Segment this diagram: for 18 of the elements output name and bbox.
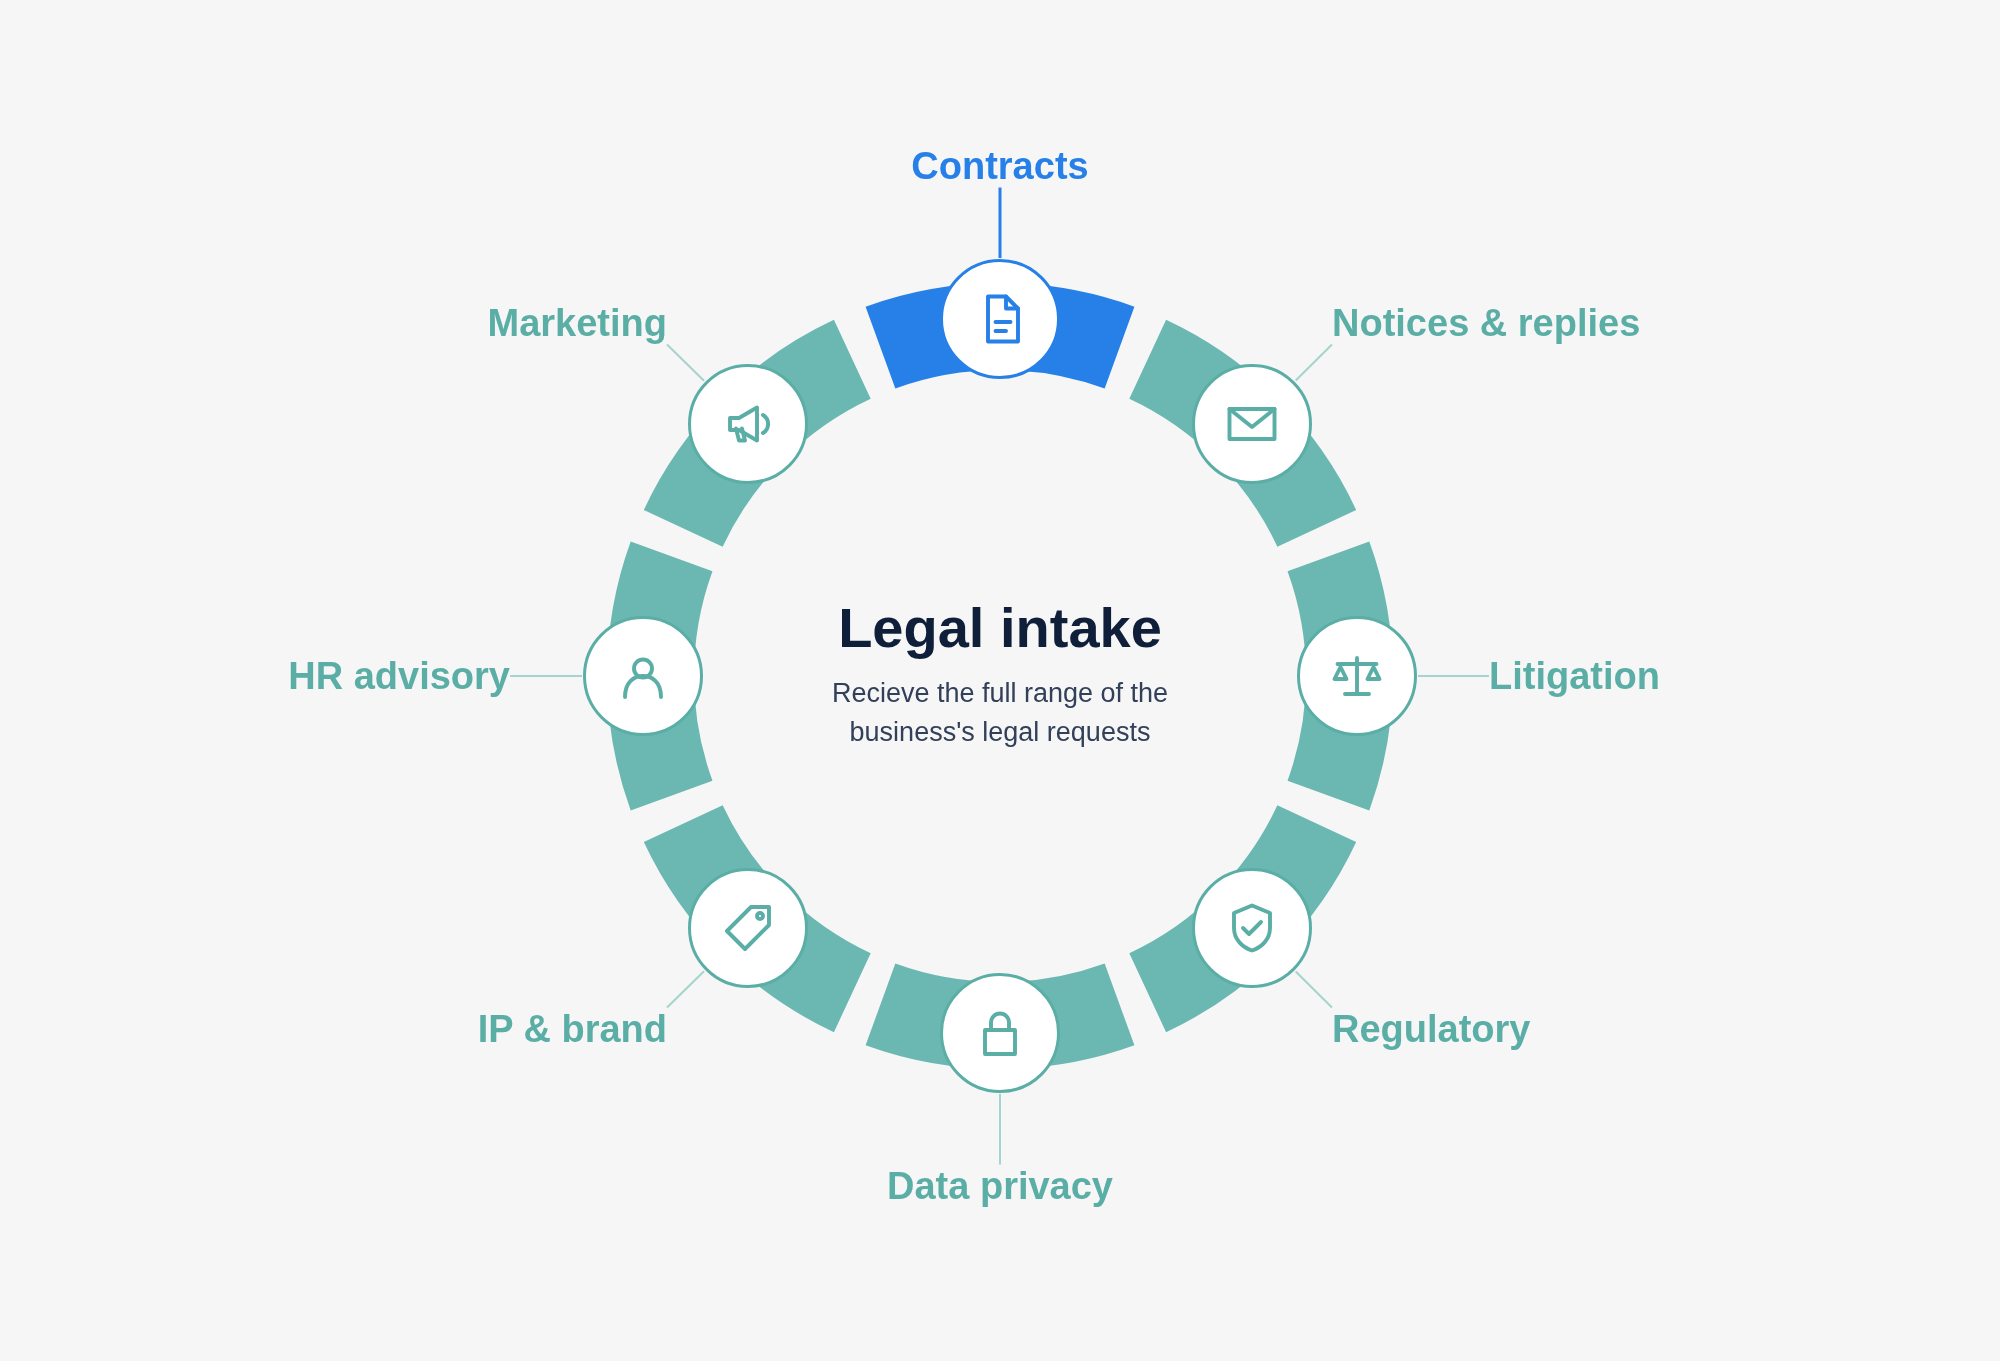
category-label: Regulatory — [1332, 1007, 1531, 1051]
leader-line — [1294, 970, 1333, 1009]
category-label: Contracts — [911, 144, 1089, 188]
category-label: Marketing — [487, 301, 667, 345]
leader-line — [998, 187, 1002, 258]
leader-line — [666, 970, 706, 1009]
leader-line — [509, 675, 583, 677]
category-label: Notices & replies — [1332, 301, 1641, 345]
category-label: HR advisory — [288, 654, 510, 698]
leader-line — [666, 343, 706, 382]
category-label: IP & brand — [477, 1007, 667, 1051]
center-title: Legal intake — [838, 595, 1162, 660]
category-label: Litigation — [1489, 654, 1660, 698]
leader-line — [1417, 675, 1490, 677]
leader-line — [999, 1093, 1001, 1166]
category-label: Data privacy — [887, 1164, 1113, 1208]
center-description: Recieve the full range of the business's legal requests — [830, 677, 1170, 750]
leader-line — [1294, 343, 1333, 382]
